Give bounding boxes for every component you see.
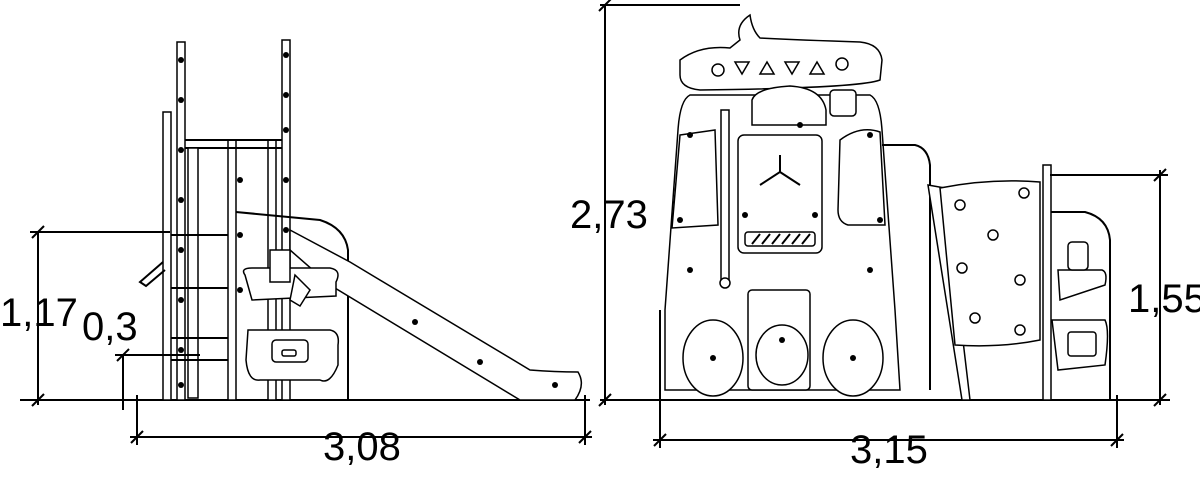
dimension-lines [30,225,592,445]
height-label: 1,17 [0,291,78,335]
roof-triangles [711,57,849,77]
slide [289,228,583,401]
fire-pole [720,109,730,281]
ladder [138,234,228,361]
length-label: 3,08 [323,425,401,469]
arch-window [751,85,827,126]
side-view: 1,17 0,3 3,08 [0,39,592,469]
bolts [677,122,883,361]
handrail [882,144,931,390]
side-post [1042,164,1052,401]
front-view: 2,73 3,15 1,55 [570,0,1200,472]
height-label: 2,73 [570,193,648,237]
platform-height-label: 0,3 [82,305,138,349]
side-panel-upper [242,267,339,301]
handrail [235,211,349,400]
dimension-lines [598,0,1168,448]
climbing-holds [954,187,1030,336]
roof [679,13,883,91]
center-wheel [755,324,809,386]
width-label: 3,15 [850,428,928,472]
climbing-pole [927,184,971,401]
climbing-wall [939,180,1041,347]
door-panel [737,134,823,254]
side-height-label: 1,55 [1128,277,1200,321]
bolts [178,52,289,388]
